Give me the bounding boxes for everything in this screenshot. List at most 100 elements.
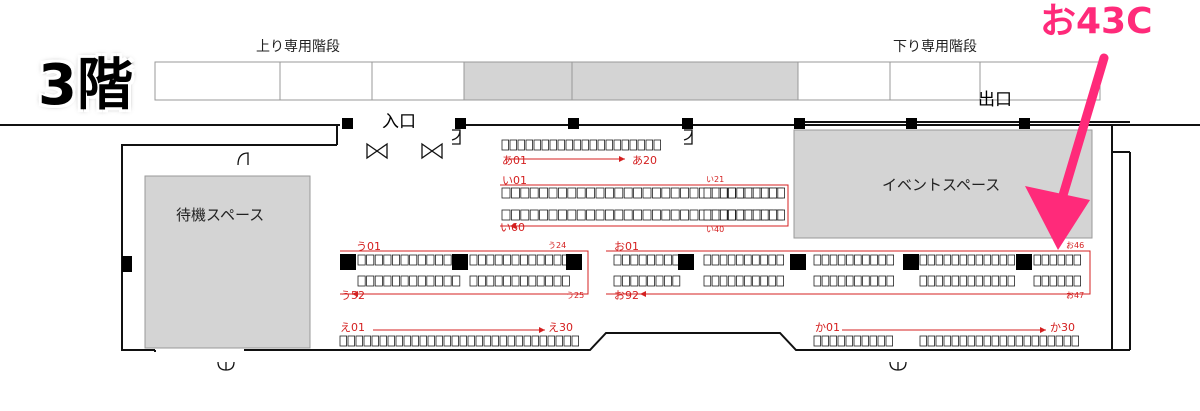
booth [366,275,375,287]
booth [672,275,681,287]
booth [501,187,511,199]
booth [419,335,427,347]
booth [499,335,507,347]
booth [752,254,760,266]
booth [870,275,878,287]
booth [777,187,785,199]
booth [711,275,720,287]
booth [507,335,515,347]
booth [548,187,558,199]
booth [1071,335,1079,347]
booth [720,209,728,221]
booth [744,275,752,287]
booth [605,187,614,199]
booth [520,275,528,287]
row-u-start-label: う01 [356,240,381,253]
booth [573,139,581,151]
booth [383,254,392,266]
booth [1049,254,1057,266]
booth [539,335,547,347]
floor-label: 3階 [38,53,133,118]
booth [586,187,595,199]
booth [589,139,597,151]
booth [664,275,672,287]
row-guides [340,156,1091,333]
row-ka-start-label: か01 [815,321,840,334]
booth [595,187,605,199]
booth [451,335,459,347]
booth [727,254,736,266]
booth [400,254,409,266]
booth [374,254,383,266]
booth [776,254,785,266]
row-a-end-label: あ20 [632,154,657,167]
booth [744,254,752,266]
booth [760,275,768,287]
booth [1057,254,1065,266]
booth [777,209,785,221]
booth [854,275,862,287]
booth [885,335,893,347]
booth [1057,275,1065,287]
booth [886,254,895,266]
booth [586,209,595,221]
booth [862,254,870,266]
booth [999,335,1007,347]
booth [837,335,845,347]
booth [581,139,589,151]
booth [1033,275,1041,287]
booth [539,209,548,221]
booth [680,187,689,199]
booth [477,275,486,287]
booth [630,275,639,287]
booth [919,335,927,347]
building-walls [0,121,1200,352]
row-o47-label: お47 [1066,291,1085,300]
booth [846,254,854,266]
booth [645,139,653,151]
booth [475,335,483,347]
booth [633,187,642,199]
booth [357,275,366,287]
booth [1007,335,1015,347]
booth [562,275,570,287]
booth [655,275,664,287]
pillar [1016,254,1032,270]
booth [967,254,975,266]
booth [486,254,495,266]
booth [991,254,999,266]
booth [515,335,523,347]
booth [395,335,403,347]
pillar [903,254,919,270]
booth [528,254,537,266]
booth [670,209,680,221]
booth [991,335,999,347]
booth [975,335,983,347]
booth [548,209,558,221]
booth [854,254,862,266]
booth [943,275,951,287]
pillar [340,254,356,270]
booth [689,209,699,221]
booth [829,335,837,347]
booth [605,139,613,151]
exit-label: 出口 [978,90,1012,110]
booth [1015,335,1023,347]
booth [1049,275,1057,287]
booth [655,254,664,266]
booth [363,335,371,347]
booth [558,209,567,221]
booth [752,209,761,221]
booth [595,209,605,221]
booth [501,139,509,151]
booth [829,254,838,266]
booth [629,139,637,151]
booth [1065,275,1073,287]
booth [999,275,1007,287]
booth [525,139,533,151]
row-e-end-label: え30 [548,321,573,334]
booth [703,275,712,287]
booth [486,275,495,287]
booth [529,209,539,221]
booth [613,139,621,151]
